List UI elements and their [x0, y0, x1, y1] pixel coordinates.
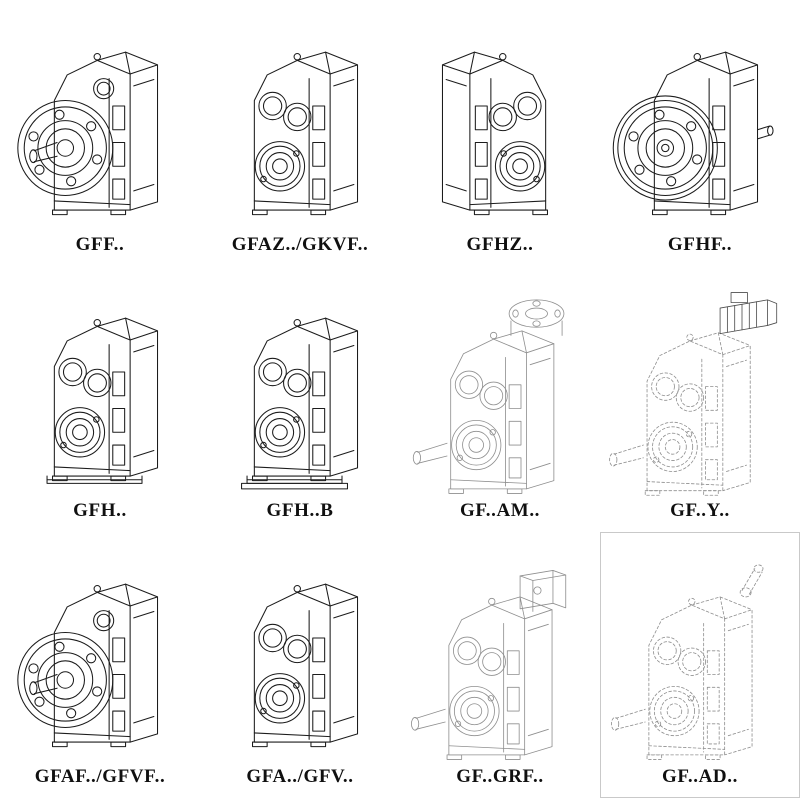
gearbox-with-mounted-motor-icon: [606, 288, 794, 498]
product-cell: GF..GRF..: [400, 532, 600, 798]
hollow-shaft-gearbox-twin-bores-mirrored-icon: [406, 22, 594, 232]
product-label: GFHF..: [667, 234, 733, 255]
gearbox-with-square-adapter-icon: [406, 554, 594, 764]
product-label: GFF..: [75, 234, 125, 255]
product-cell: GFA../GFV..: [200, 532, 400, 798]
product-cell: GFAF../GFVF..: [0, 532, 200, 798]
product-cell: GFH..: [0, 266, 200, 532]
product-cell: GFHF..: [600, 0, 800, 266]
product-label: GFH..: [73, 500, 127, 521]
product-cell: GFF..: [0, 0, 200, 266]
product-cell: GF..AD..: [600, 532, 800, 798]
hollow-shaft-gearbox-twin-bores-icon: [206, 22, 394, 232]
product-label: GF..Y..: [670, 500, 730, 521]
foot-mounted-gearbox-icon: [6, 288, 194, 498]
product-label: GFAF../GFVF..: [34, 766, 166, 787]
product-label: GFHZ..: [466, 234, 534, 255]
product-label: GF..AD..: [662, 766, 738, 787]
product-cell: GFHZ..: [400, 0, 600, 266]
hollow-shaft-gearbox-twin-bores-icon: [206, 554, 394, 764]
product-cell: GFH..B: [200, 266, 400, 532]
product-cell: GF..AM..: [400, 266, 600, 532]
gearbox-with-input-shaft-adapter-icon: [606, 554, 794, 764]
product-label: GFAZ../GKVF..: [231, 234, 369, 255]
flange-mounted-gearbox-with-output-shaft-icon: [6, 22, 194, 232]
foot-mounted-gearbox-with-base-icon: [206, 288, 394, 498]
gearbox-with-iec-adapter-flange-icon: [406, 288, 594, 498]
product-cell: GF..Y..: [600, 266, 800, 532]
product-cell: GFAZ../GKVF..: [200, 0, 400, 266]
flange-mounted-gearbox-icon: [606, 22, 794, 232]
product-label: GF..GRF..: [456, 766, 544, 787]
flange-mounted-gearbox-with-output-shaft-icon: [6, 554, 194, 764]
product-label: GF..AM..: [459, 500, 541, 521]
product-label: GFA../GFV..: [246, 766, 354, 787]
product-label: GFH..B: [266, 500, 334, 521]
